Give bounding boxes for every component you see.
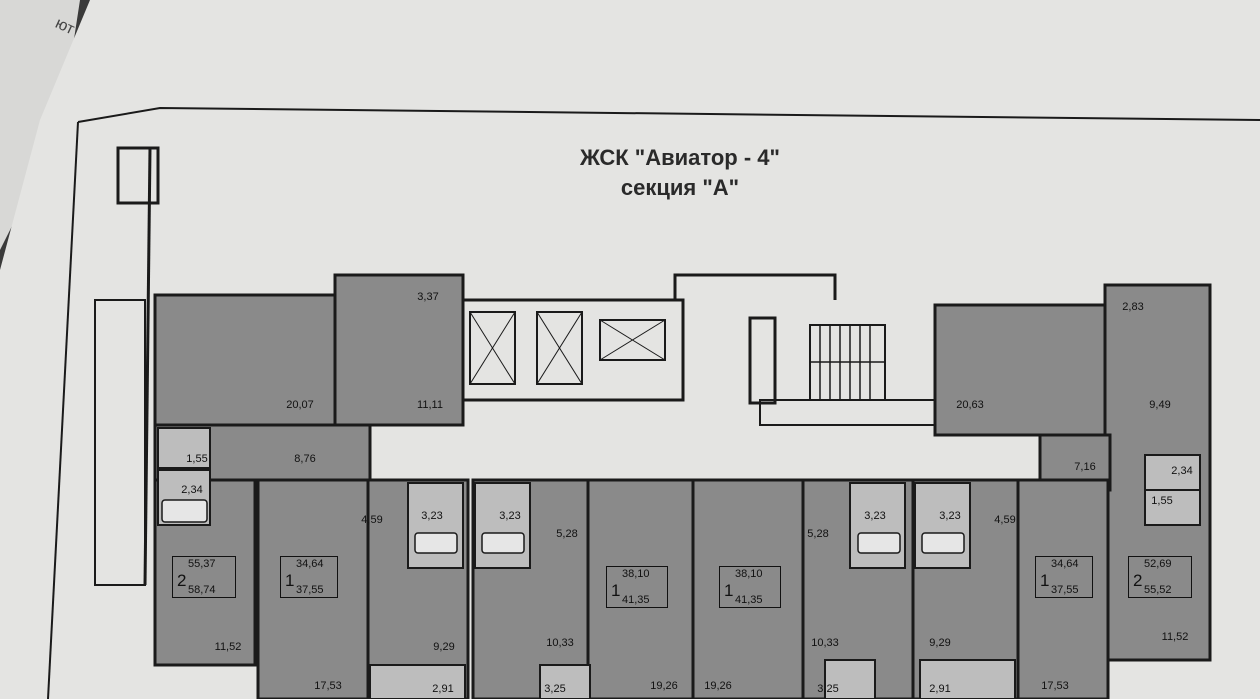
apartment-rooms: 1 <box>611 581 621 600</box>
apartment-living-area: 52,69 <box>1144 558 1172 570</box>
area-label: 3,23 <box>864 510 886 522</box>
apartment-living-area: 34,64 <box>296 558 324 570</box>
area-label: 9,49 <box>1149 399 1171 411</box>
frame-top <box>77 106 1260 123</box>
area-label: 2,91 <box>432 683 454 695</box>
area-label: 19,26 <box>704 680 732 692</box>
area-label: 11,52 <box>1161 631 1189 643</box>
apartment-summary: 1 38,10 41,35 <box>719 566 781 608</box>
area-label: 1,55 <box>186 453 208 465</box>
area-label: 2,34 <box>181 484 203 496</box>
area-label: 3,23 <box>421 510 443 522</box>
area-label: 10,33 <box>546 637 574 649</box>
apartment-summary: 1 38,10 41,35 <box>606 566 668 608</box>
apartment-total-area: 37,55 <box>296 584 324 596</box>
area-label: 19,26 <box>650 680 678 692</box>
apartment-summary: 1 34,64 37,55 <box>1035 556 1093 598</box>
apartment-total-area: 58,74 <box>188 584 216 596</box>
area-label: 5,28 <box>556 528 578 540</box>
apartment-rooms: 2 <box>177 571 187 590</box>
area-label: 9,29 <box>433 641 455 653</box>
area-label: 11,11 <box>417 399 443 411</box>
apartment-living-area: 34,64 <box>1051 558 1079 570</box>
area-label: 4,59 <box>994 514 1016 526</box>
area-label: 20,63 <box>956 399 984 411</box>
area-label: 2,91 <box>929 683 951 695</box>
apartment-rooms: 1 <box>285 571 295 590</box>
plan-title: ЖСК "Авиатор - 4" секция "А" <box>480 143 880 203</box>
area-label: 17,53 <box>1041 680 1069 692</box>
area-label: 3,25 <box>544 683 566 695</box>
apartment-rooms: 2 <box>1133 571 1143 590</box>
apartment-living-area: 38,10 <box>622 568 650 580</box>
area-label: 3,25 <box>817 683 839 695</box>
apartment-living-area: 38,10 <box>735 568 763 580</box>
area-label: 2,34 <box>1171 465 1193 477</box>
apartment-total-area: 41,35 <box>735 594 763 606</box>
area-label: 20,07 <box>286 399 314 411</box>
apartment-summary: 1 34,64 37,55 <box>280 556 338 598</box>
title-line-1: ЖСК "Авиатор - 4" <box>580 145 780 170</box>
apartment-summary: 2 52,69 55,52 <box>1128 556 1192 598</box>
frame-left <box>47 121 79 699</box>
area-label: 4,59 <box>361 514 383 526</box>
apartment-total-area: 55,52 <box>1144 584 1172 596</box>
apartment-total-area: 41,35 <box>622 594 650 606</box>
area-label: 17,53 <box>314 680 342 692</box>
apartment-total-area: 37,55 <box>1051 584 1079 596</box>
area-label: 3,23 <box>939 510 961 522</box>
area-label: 9,29 <box>929 637 951 649</box>
area-label: 3,37 <box>417 291 439 303</box>
area-label: 8,76 <box>294 453 316 465</box>
area-label: 10,33 <box>811 637 839 649</box>
area-label: 3,23 <box>499 510 521 522</box>
apartment-rooms: 1 <box>1040 571 1050 590</box>
area-label: 7,16 <box>1074 461 1096 473</box>
area-label: 1,55 <box>1151 495 1173 507</box>
area-label: 5,28 <box>807 528 829 540</box>
area-label: 11,52 <box>214 641 242 653</box>
area-label: 2,83 <box>1122 301 1144 313</box>
apartment-living-area: 55,37 <box>188 558 216 570</box>
title-line-2: секция "А" <box>620 175 740 200</box>
apartment-summary: 2 55,37 58,74 <box>172 556 236 598</box>
apartment-rooms: 1 <box>724 581 734 600</box>
